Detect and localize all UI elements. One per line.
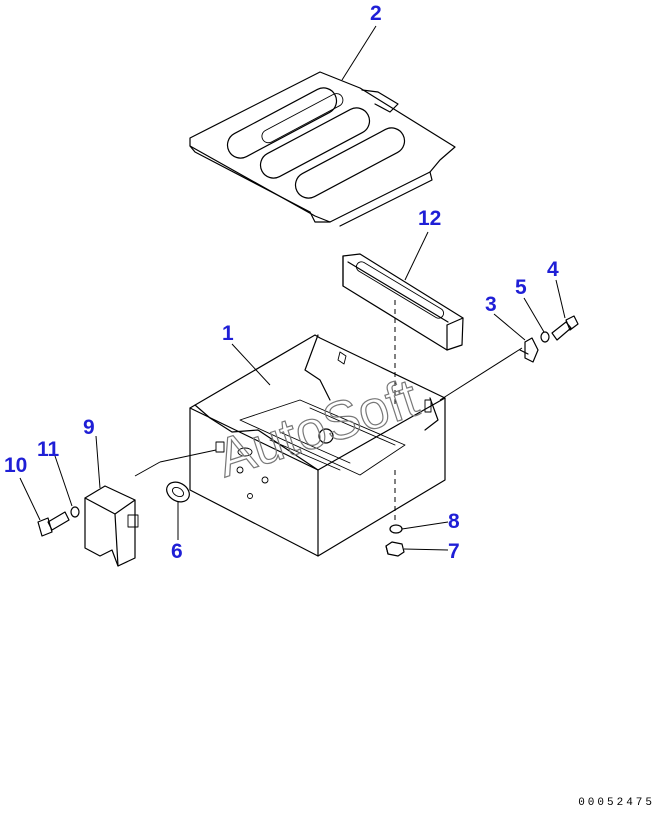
leader-lines (19, 25, 566, 551)
part-8-washer (389, 524, 403, 534)
callout-2: 2 (370, 2, 382, 25)
part-1-tray (189, 334, 446, 557)
callout-1: 1 (222, 322, 234, 345)
part-3-clip (519, 337, 539, 363)
callout-labels: 2 12 4 5 3 1 9 11 10 8 6 7 (4, 2, 559, 563)
part-2-cover (189, 71, 456, 227)
part-12-pad (342, 253, 464, 351)
callout-3: 3 (485, 293, 497, 316)
part-9-cover (84, 485, 139, 567)
part-7-nut (385, 541, 405, 557)
callout-11: 11 (37, 438, 60, 461)
part-10-bolt (37, 511, 70, 537)
callout-5: 5 (515, 276, 527, 299)
drawing-number: 00052475 (578, 797, 655, 809)
callout-8: 8 (448, 510, 460, 533)
callout-10: 10 (4, 454, 27, 477)
part-5-washer (540, 331, 550, 343)
callout-7: 7 (448, 540, 460, 563)
callout-9: 9 (83, 416, 95, 439)
callout-6: 6 (171, 540, 183, 563)
callout-12: 12 (418, 207, 441, 230)
part-4-bolt (551, 315, 579, 341)
part-11-washer (70, 506, 80, 518)
part-6-grommet (166, 481, 190, 503)
callout-4: 4 (547, 258, 559, 281)
